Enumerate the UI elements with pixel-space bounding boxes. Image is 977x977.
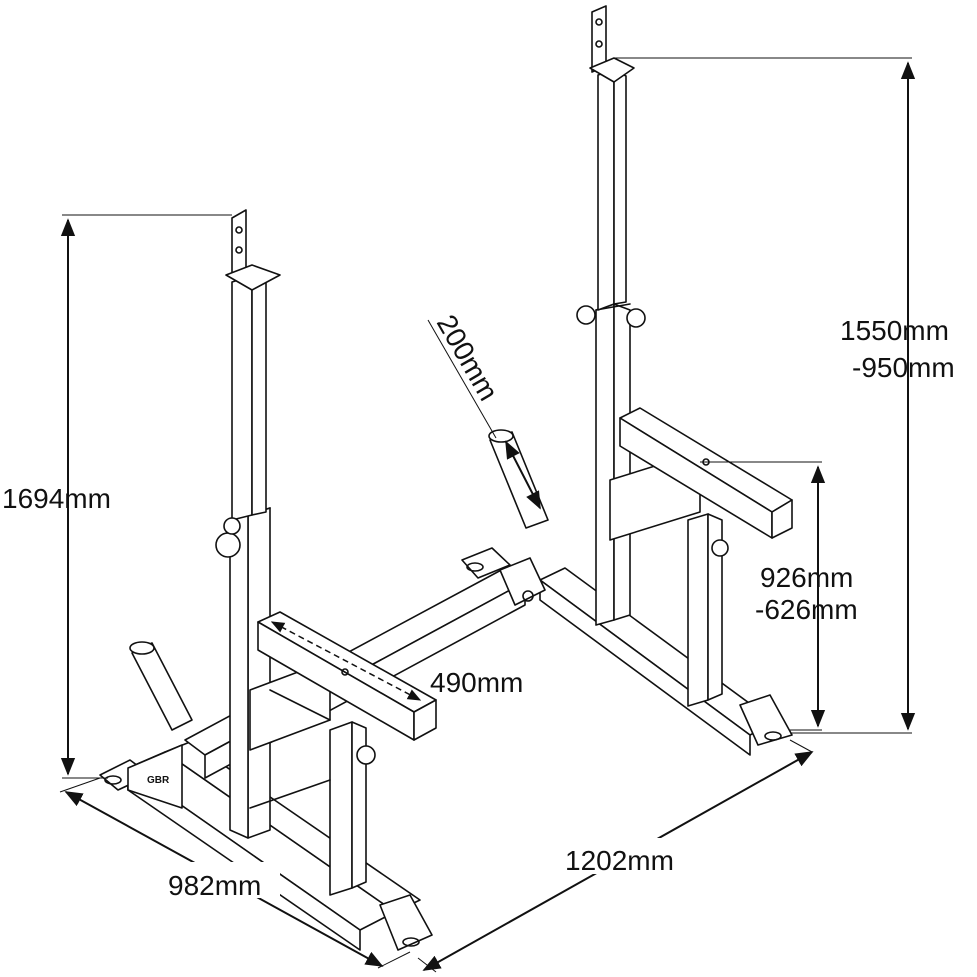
right-support-frame	[609, 451, 729, 707]
dim-926: 926mm -626mm	[700, 461, 858, 731]
dim-label-1202: 1202mm	[565, 845, 674, 876]
plate-post-right	[488, 429, 549, 529]
dim-label-200: 200mm	[431, 310, 505, 406]
plate-post-left	[129, 641, 193, 731]
dim-label-982: 982mm	[168, 870, 261, 901]
dim-label-926: 926mm	[760, 562, 853, 593]
right-spotter-arm	[619, 407, 793, 539]
dim-label-1694: 1694mm	[2, 483, 111, 514]
dim-1550: 1550mm -950mm	[614, 57, 955, 734]
dim-1202: 1202mm	[417, 739, 814, 973]
logo-text: GBR	[147, 775, 170, 786]
dim-label-950: -950mm	[852, 352, 955, 383]
dim-label-626: -626mm	[755, 594, 858, 625]
dim-label-490: 490mm	[430, 667, 523, 698]
dim-1694: 1694mm	[2, 214, 232, 779]
logo-plate: GBR	[127, 744, 183, 809]
dim-982: 982mm	[59, 777, 411, 969]
right-upright	[576, 5, 646, 626]
dim-label-1550: 1550mm	[840, 315, 949, 346]
dim-490: 490mm	[270, 621, 523, 701]
